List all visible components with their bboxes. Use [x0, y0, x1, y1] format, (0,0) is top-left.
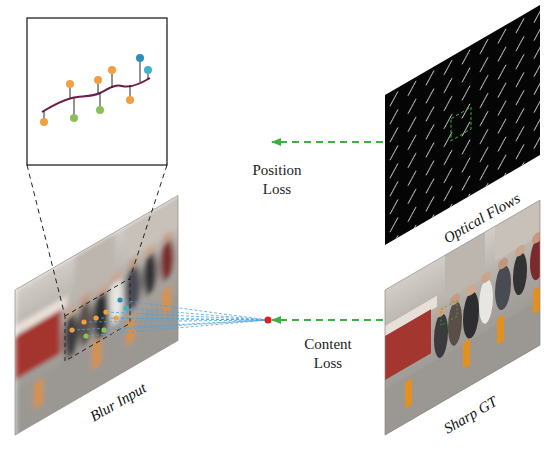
loss-label: Position Loss — [241, 161, 313, 199]
panel-caption: Blur Input — [87, 379, 150, 426]
image-panel: Sharp GT — [383, 252, 541, 452]
panel-caption: Optical Flows — [441, 189, 524, 247]
image-panel: Optical Flows — [383, 4, 541, 250]
image-panel: Blur Input — [15, 15, 272, 452]
sample-fan — [69, 297, 271, 338]
loss-label: Content Loss — [292, 335, 364, 373]
flow-image — [385, 5, 540, 245]
loss-arrow — [272, 319, 383, 321]
zoom-inset — [27, 18, 167, 316]
loss-arrow — [272, 141, 383, 143]
blur-image — [15, 191, 185, 440]
panel-caption: Sharp GT — [440, 393, 500, 438]
zoom-region — [65, 278, 130, 361]
